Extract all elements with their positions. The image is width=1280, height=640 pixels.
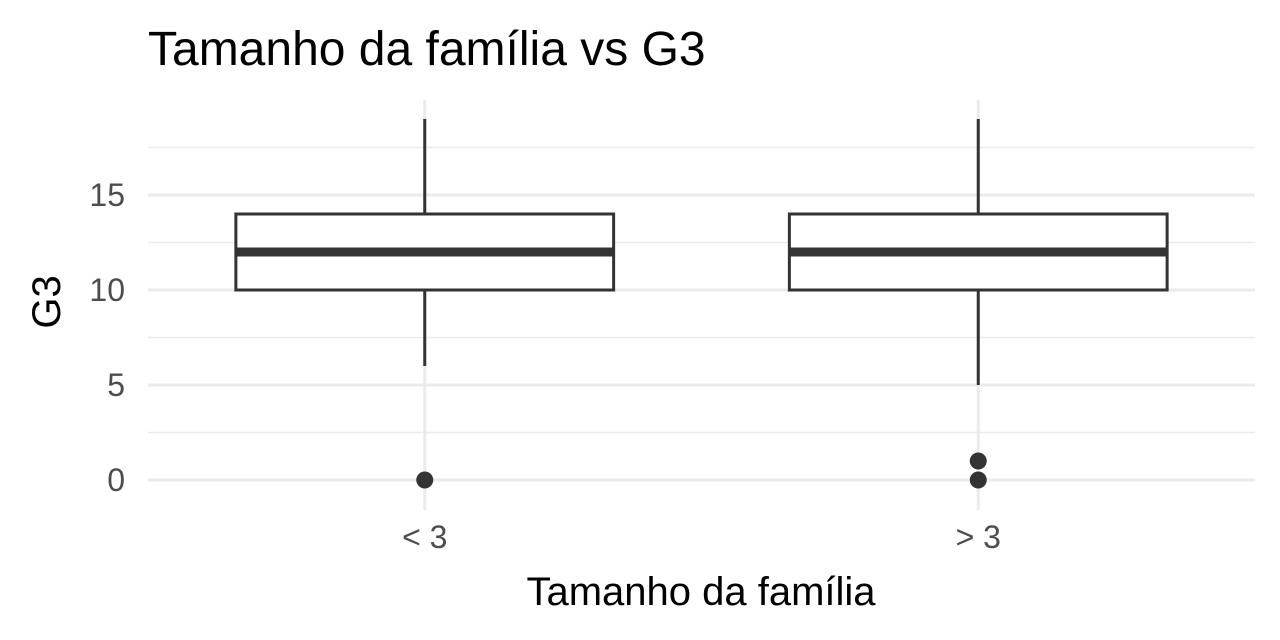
y-axis-title: G3 [25, 275, 69, 328]
x-tick-label: < 3 [402, 519, 447, 555]
y-tick-label: 10 [89, 272, 125, 308]
x-tick-label: > 3 [956, 519, 1001, 555]
x-axis-title: Tamanho da família [526, 570, 876, 614]
y-axis-ticks: 0 5 10 15 [89, 177, 125, 498]
outlier-point [416, 471, 434, 489]
outlier-point [969, 471, 987, 489]
grid [148, 100, 1255, 510]
box-1 [234, 119, 616, 489]
x-axis-ticks: < 3 > 3 [402, 519, 1001, 555]
chart-title: Tamanho da família vs G3 [148, 23, 706, 76]
outlier-point [969, 452, 987, 470]
y-tick-label: 5 [107, 367, 125, 403]
boxes [234, 119, 1169, 489]
y-tick-label: 0 [107, 462, 125, 498]
y-tick-label: 15 [89, 177, 125, 213]
box-2 [787, 119, 1169, 489]
